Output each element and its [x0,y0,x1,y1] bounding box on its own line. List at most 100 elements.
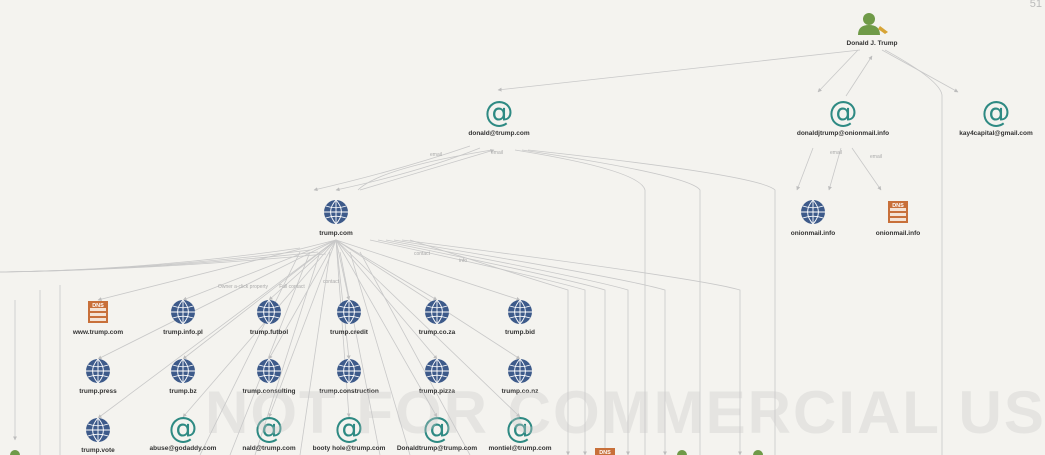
domain-node[interactable] [801,199,825,225]
graph-edge [182,239,337,301]
domain-node[interactable] [337,299,361,325]
email-node[interactable]: @ [506,411,535,445]
domain-node[interactable] [86,417,110,443]
edge-label-contact: contact [322,279,340,285]
graph-edges [0,49,959,455]
graph-edge [182,239,337,360]
domain-node[interactable] [171,299,195,325]
svg-text:@: @ [255,411,284,445]
edge-label-email: email [430,152,442,158]
email-node[interactable]: @ [829,95,858,129]
graph-edge [335,147,481,192]
graph-edge [335,239,438,418]
domain-node[interactable] [324,199,348,225]
page-number: 51 [1029,0,1042,10]
email-node[interactable]: @ [335,411,364,445]
globe-icon [171,299,195,325]
domain-node[interactable] [508,299,532,325]
node-label: onionmail.info [875,230,921,237]
globe-icon [171,358,195,384]
globe-icon [257,299,281,325]
graph-edge [299,251,331,455]
person-icon [858,13,888,35]
graph-edge [497,49,861,92]
graph-edge [229,251,311,455]
globe-icon [86,358,110,384]
graph-nodes: @ @ @ DNS DNS @ @ @ @ @ DNS [10,13,1011,455]
graph-edge [527,149,776,455]
dns-node[interactable]: DNS [88,301,108,323]
person-icon[interactable] [753,450,763,455]
graph-edge [884,49,943,455]
at-sign-icon: @ [506,411,535,445]
domain-node[interactable] [337,358,361,384]
graph-edge [335,239,438,301]
at-sign-icon: @ [255,411,284,445]
graph-edge [199,251,301,455]
globe-icon [425,299,449,325]
domain-node[interactable] [257,299,281,325]
node-label: onionmail.info [790,230,836,237]
at-sign-icon: @ [335,411,364,445]
graph-edge [401,239,742,455]
globe-icon [425,358,449,384]
email-node[interactable]: @ [982,95,1011,129]
at-sign-icon: @ [485,95,514,129]
email-node[interactable]: @ [423,411,452,445]
person-icon[interactable] [10,450,20,455]
edge-label-email: email [830,150,842,156]
dns-server-icon[interactable]: DNS [595,448,615,455]
svg-text:DNS: DNS [92,303,104,309]
email-node[interactable]: @ [169,411,198,445]
at-sign-icon: @ [169,411,198,445]
domain-node[interactable] [86,358,110,384]
graph-edge [97,239,337,302]
node-label: montiel@trump.com [488,445,552,452]
graph-edge [385,239,630,455]
domain-node[interactable] [425,299,449,325]
node-label: trump.credit [330,329,368,336]
graph-edge [313,145,471,192]
node-label: Donald J. Trump [846,40,898,47]
dns-server-icon: DNS [888,201,908,223]
svg-text:@: @ [335,411,364,445]
node-label: www.trump.com [72,329,124,336]
graph-edge [335,239,351,418]
globe-icon [86,417,110,443]
svg-text:@: @ [982,95,1011,129]
graph-edge [254,251,321,455]
domain-node[interactable] [425,358,449,384]
graph-edge [359,251,471,455]
globe-icon [508,358,532,384]
graph-edge [828,147,842,191]
node-label: kay4capital@gmail.com [959,130,1033,137]
dns-node[interactable]: DNS [888,201,908,223]
domain-node[interactable] [171,358,195,384]
email-node[interactable]: @ [255,411,284,445]
domain-node[interactable] [508,358,532,384]
node-label: donaldjtrump@onionmail.info [796,130,890,137]
graph-edge [97,239,337,419]
graph-edge [817,49,859,93]
node-label: trump.futbol [249,329,289,336]
graph-edge [796,147,814,191]
email-node[interactable]: @ [485,95,514,129]
person-icon[interactable] [677,450,687,455]
person-node[interactable] [858,13,888,35]
globe-icon [801,199,825,225]
edge-label-contact: contact [413,251,431,257]
node-label: Donaldtrump@trump.com [396,445,478,452]
globe-icon [337,299,361,325]
node-label: trump.bz [169,388,197,395]
graph-edge [339,251,381,455]
domain-node[interactable] [257,358,281,384]
graph-edge [521,149,701,455]
graph-edge [357,149,493,191]
globe-icon [324,199,348,225]
graph-edge [335,239,351,360]
graph-edge [349,251,411,455]
node-label: abuse@godaddy.com [149,445,217,452]
edge-label-email: email [491,150,503,156]
graph-edge [335,239,351,301]
graph-edge [845,55,873,97]
